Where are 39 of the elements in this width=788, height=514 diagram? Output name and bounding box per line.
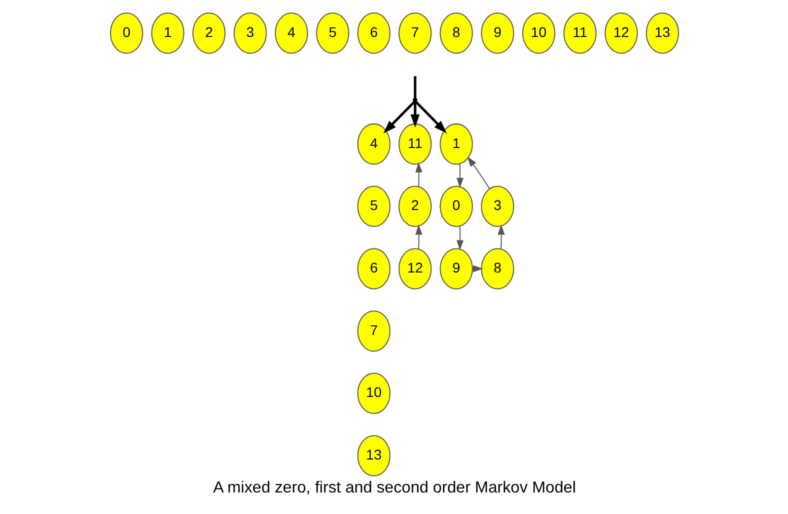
node-ellipse: 10 (522, 12, 555, 54)
node-ellipse: 13 (356, 434, 390, 476)
node-ellipse: 11 (398, 122, 432, 164)
arrow (456, 163, 464, 188)
connector (413, 76, 416, 98)
arrow (382, 100, 415, 133)
node-ellipse: 8 (480, 248, 514, 289)
arrow (410, 102, 420, 127)
node-ellipse: 12 (398, 248, 432, 289)
node-ellipse: 1 (150, 12, 184, 54)
node-ellipse: 8 (439, 12, 472, 54)
node-ellipse: 9 (480, 12, 514, 54)
node-ellipse: 4 (356, 122, 390, 164)
arrow (414, 162, 422, 186)
node-ellipse: 6 (356, 12, 390, 54)
caption: A mixed zero, first and second order Markov Model (212, 478, 576, 496)
node-ellipse: 3 (233, 12, 266, 54)
node-ellipse: 1 (439, 122, 472, 164)
node-ellipse: 4 (274, 12, 308, 54)
node-ellipse: 2 (192, 12, 226, 54)
node-point (412, 97, 417, 102)
node-ellipse: 3 (480, 185, 514, 226)
arrow (466, 156, 490, 188)
node-ellipse: 6 (356, 248, 390, 289)
node-ellipse: 2 (398, 185, 432, 226)
node-ellipse: 13 (645, 12, 679, 54)
arrow (497, 224, 504, 248)
arrow (414, 100, 446, 133)
node-ellipse: 11 (562, 12, 596, 54)
node-ellipse: 7 (356, 310, 390, 352)
node-ellipse: 5 (316, 12, 349, 54)
node-ellipse: 7 (398, 12, 432, 54)
node-ellipse: 0 (439, 185, 472, 226)
node-ellipse: 10 (356, 372, 390, 414)
node-ellipse: 5 (356, 185, 390, 226)
node-ellipse: 0 (109, 12, 143, 54)
arrow (414, 224, 422, 248)
arrow (456, 226, 464, 250)
node-ellipse: 12 (604, 12, 638, 54)
